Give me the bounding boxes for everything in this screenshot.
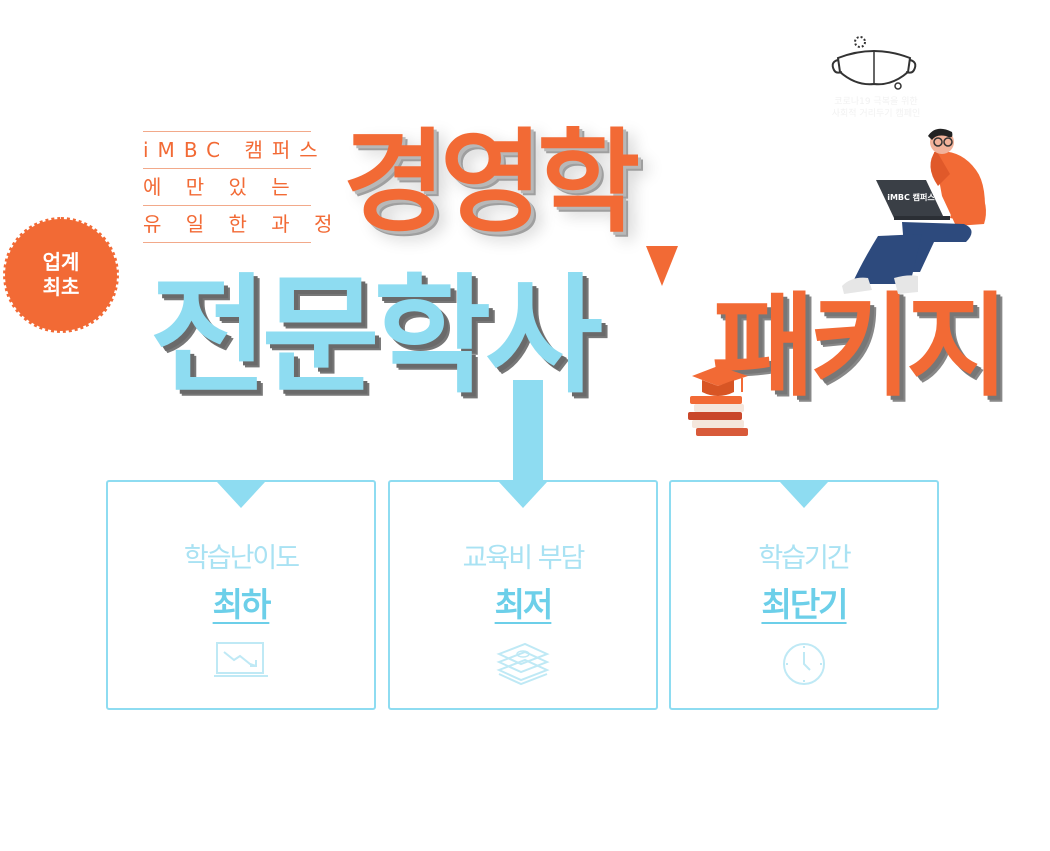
card-value: 최저 <box>390 578 656 626</box>
clock-icon <box>780 640 828 692</box>
mask-icon <box>828 34 924 130</box>
mask-campaign-line-1: 코로나19 극복을 위한 <box>834 97 918 107</box>
card-label: 학습기간 <box>758 543 851 574</box>
money-stack-icon <box>495 640 551 692</box>
intro-line-2: 에 만 있 는 <box>143 168 311 205</box>
card-tip <box>217 482 265 508</box>
intro-line-1: iMBC 캠퍼스 <box>143 131 318 168</box>
intro-line-3: 유 일 한 과 정 <box>143 205 332 243</box>
card-value-text: 최하 <box>212 585 272 624</box>
card-value-text: 최저 <box>494 585 554 624</box>
card-label: 학습난이도 <box>183 543 300 574</box>
title-business-admin: 경영학 <box>343 118 640 248</box>
feature-card-difficulty: 학습난이도 최하 <box>106 480 376 710</box>
student-illustration: iMBC 캠퍼스 <box>838 126 998 302</box>
industry-first-badge: 업계 최초 <box>3 217 119 333</box>
books-icon <box>684 362 754 438</box>
mask-campaign-line-2: 사회적 거리두기 캠페인 <box>831 109 921 119</box>
title-drop-arrow <box>646 246 678 286</box>
chart-down-icon <box>214 640 268 684</box>
card-label: 교육비 부담 <box>462 543 586 574</box>
badge-line-1: 업계 <box>42 250 80 274</box>
feature-card-cost: 교육비 부담 최저 <box>388 480 658 710</box>
card-tip <box>780 482 828 508</box>
mask-campaign-text: 코로나19 극복을 위한 사회적 거리두기 캠페인 <box>818 96 934 120</box>
badge-line-2: 최초 <box>42 275 80 299</box>
intro-text: iMBC 캠퍼스 에 만 있 는 유 일 한 과 정 <box>143 131 332 243</box>
card-value: 최하 <box>108 578 374 626</box>
card-tip <box>499 482 547 508</box>
feature-card-duration: 학습기간 최단기 <box>669 480 939 710</box>
connector-stem <box>513 380 543 492</box>
title-associate-degree: 전문학사 <box>150 262 603 411</box>
laptop-brand: iMBC 캠퍼스 <box>887 193 935 202</box>
title-package: 패키지 <box>712 282 1009 412</box>
card-value: 최단기 <box>671 578 937 626</box>
card-value-text: 최단기 <box>761 585 848 624</box>
